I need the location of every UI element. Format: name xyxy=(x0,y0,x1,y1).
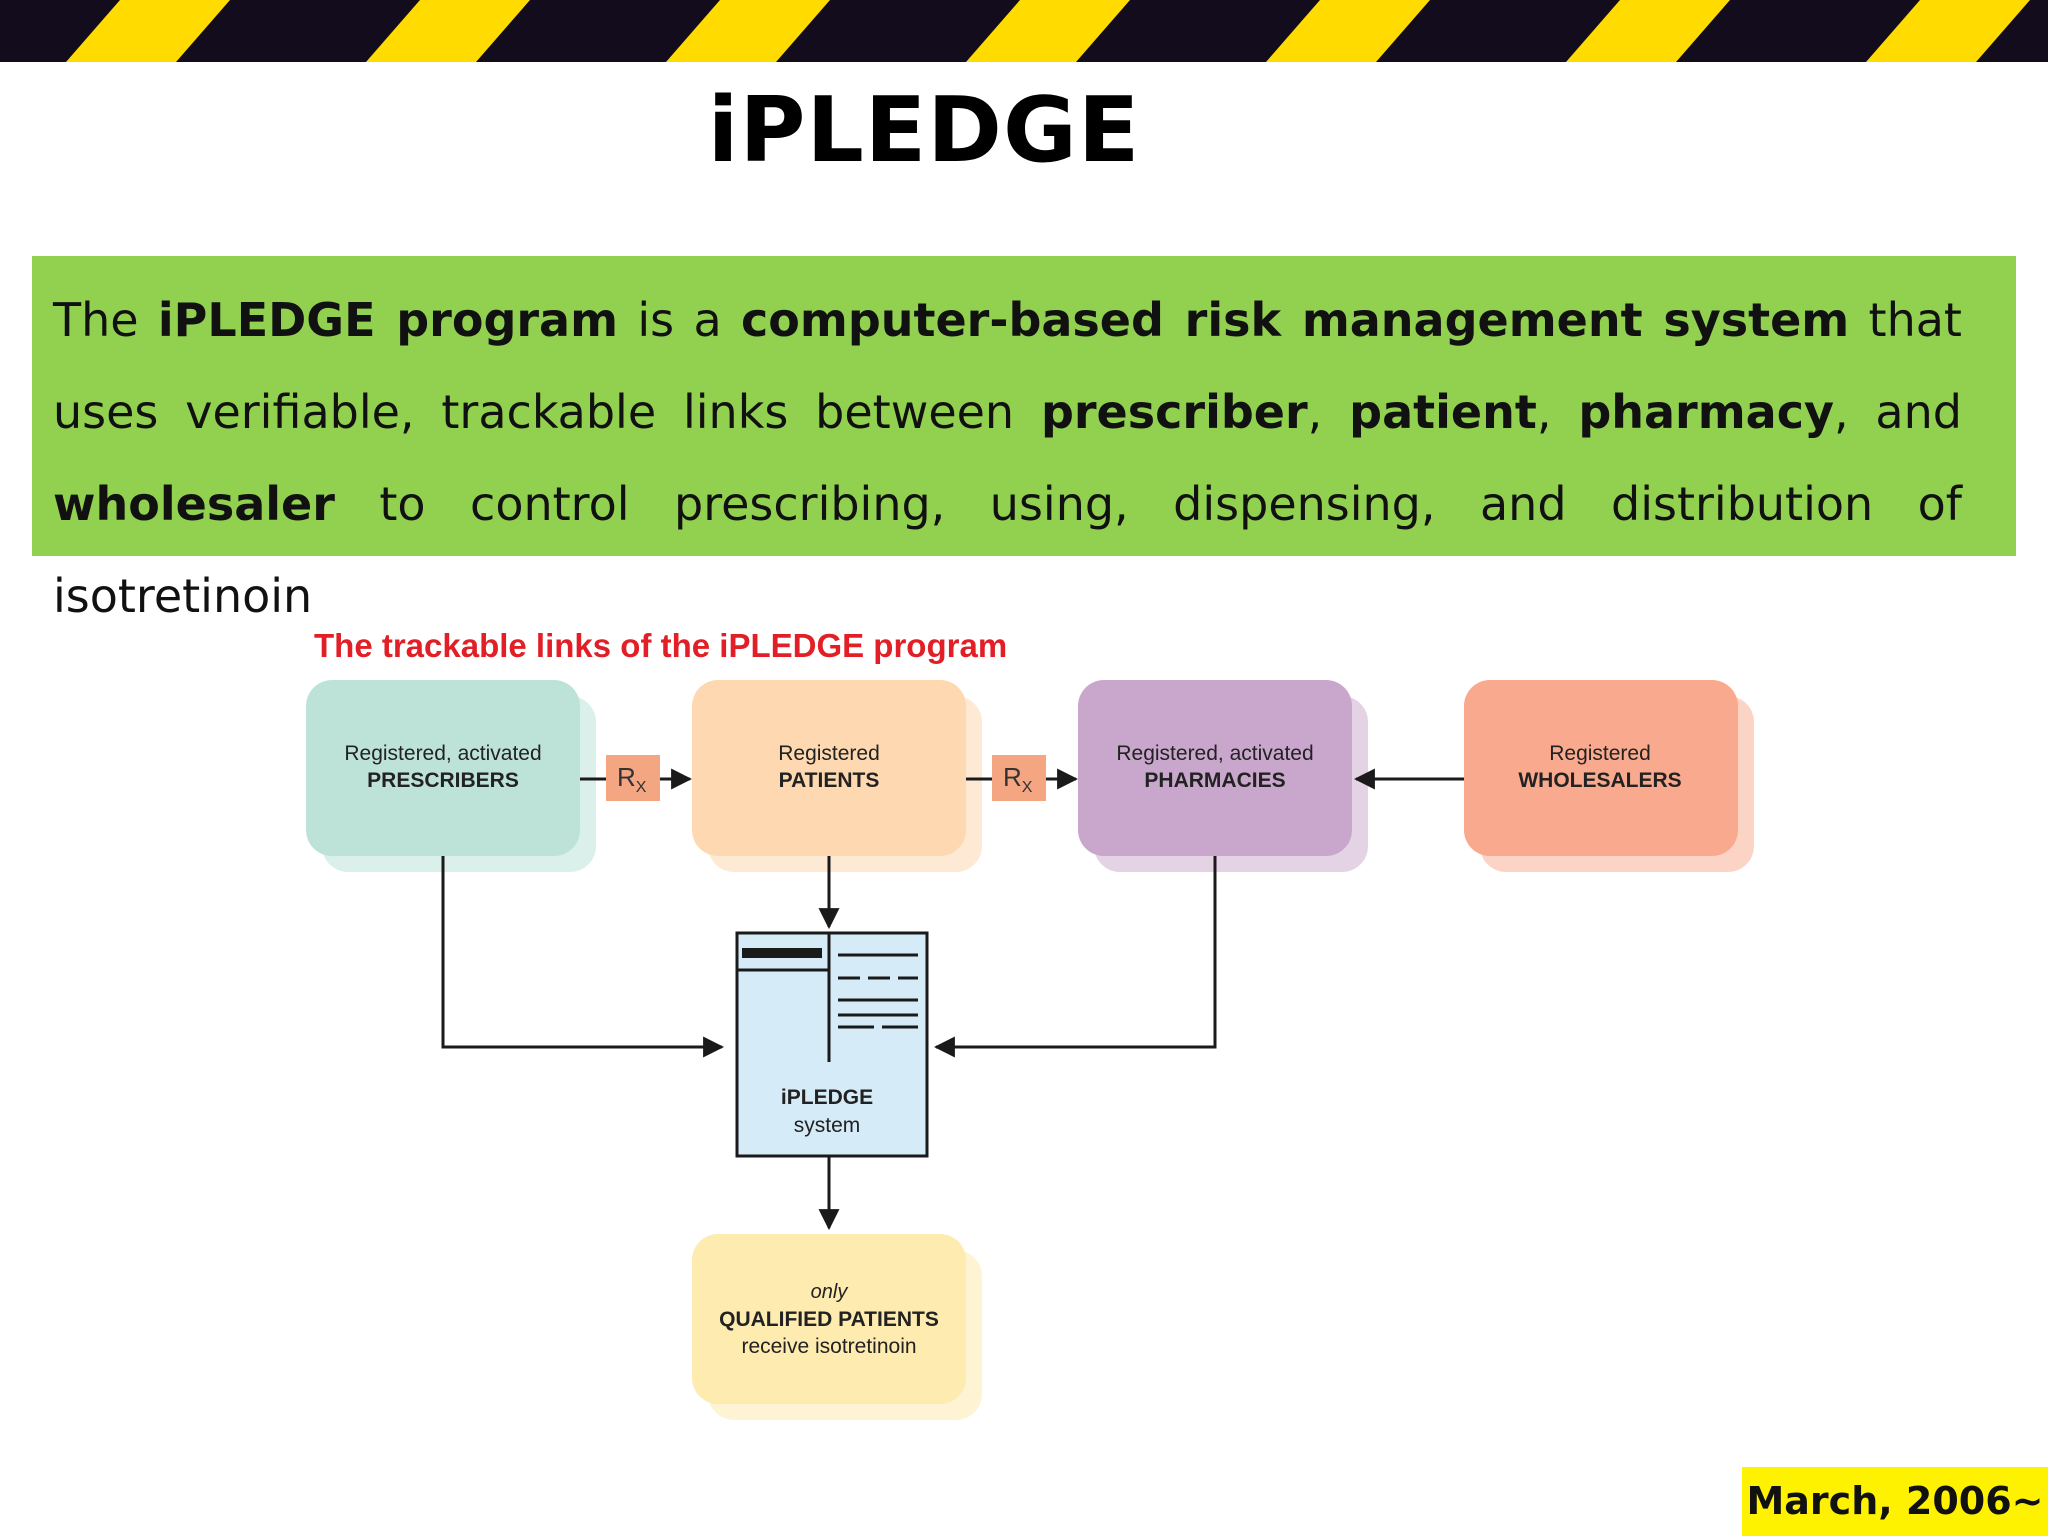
node-wholesalers-line2: WHOLESALERS xyxy=(1518,769,1681,792)
intro-bold-patient: patient xyxy=(1349,385,1537,439)
link-prescribers-to-system xyxy=(441,856,725,1058)
rx-tag-2 xyxy=(992,755,1046,801)
rx-tag-2-label: RX xyxy=(1003,762,1033,796)
node-patients-box xyxy=(692,680,966,856)
rx-tag-1 xyxy=(606,755,660,801)
intro-text-7: to control prescribing, using, dispensin… xyxy=(53,477,1962,623)
node-qualified-box xyxy=(692,1234,966,1404)
link-pharmacies-to-system xyxy=(933,856,1217,1058)
node-patients-line2: PATIENTS xyxy=(779,769,880,792)
node-system-line1: iPLEDGE xyxy=(781,1086,873,1109)
node-pharmacies-line2: PHARMACIES xyxy=(1144,769,1285,792)
intro-text-4: , xyxy=(1307,385,1350,439)
node-pharmacies-line1: Registered, activated xyxy=(1116,742,1313,765)
intro-paragraph: The iPLEDGE program is a computer-based … xyxy=(53,274,1962,642)
node-ipledge-system: iPLEDGE system xyxy=(735,931,929,1158)
date-badge: March, 2006~ xyxy=(1742,1467,2048,1536)
link-prescribers-to-patients: RX xyxy=(580,755,693,801)
intro-text-1: The xyxy=(53,293,158,347)
node-pharmacies: Registered, activated PHARMACIES xyxy=(1078,680,1368,872)
node-prescribers: Registered, activated PRESCRIBERS xyxy=(306,680,596,872)
intro-bold-system: computer-based risk management system xyxy=(741,293,1850,347)
intro-text-5: , xyxy=(1536,385,1579,439)
link-patients-to-pharmacies: RX xyxy=(966,755,1079,801)
node-pharmacies-box xyxy=(1078,680,1352,856)
rx-tag-1-label: RX xyxy=(617,762,647,796)
node-wholesalers-line1: Registered xyxy=(1549,742,1651,765)
node-patients-line1: Registered xyxy=(778,742,880,765)
intro-box: The iPLEDGE program is a computer-based … xyxy=(32,256,2016,623)
intro-bold-pharmacy: pharmacy xyxy=(1578,385,1834,439)
hazard-stripe-banner xyxy=(0,0,2048,66)
node-prescribers-line2: PRESCRIBERS xyxy=(367,769,519,792)
node-prescribers-box xyxy=(306,680,580,856)
intro-text-2: is a xyxy=(618,293,742,347)
intro-text-3: that uses verifiable, trackable links be… xyxy=(53,293,1962,439)
ipledge-flow-diagram: The trackable links of the iPLEDGE progr… xyxy=(306,627,1754,1420)
node-qualified-patients: only QUALIFIED PATIENTS receive isotreti… xyxy=(692,1234,982,1420)
node-qualified-line3: receive isotretinoin xyxy=(741,1335,916,1358)
document-icon xyxy=(737,933,918,1062)
node-qualified-line2: QUALIFIED PATIENTS xyxy=(719,1308,939,1331)
intro-text-6: , and xyxy=(1833,385,1962,439)
page-title: iPLEDGE xyxy=(707,78,1141,183)
diagram-title: The trackable links of the iPLEDGE progr… xyxy=(314,627,1007,664)
intro-bold-wholesaler: wholesaler xyxy=(53,477,335,531)
node-system-line2: system xyxy=(794,1114,861,1137)
node-qualified-line1: only xyxy=(811,1281,849,1303)
intro-bold-prescriber: prescriber xyxy=(1040,385,1308,439)
node-wholesalers: Registered WHOLESALERS xyxy=(1464,680,1754,872)
node-patients: Registered PATIENTS xyxy=(692,680,982,872)
node-wholesalers-box xyxy=(1464,680,1738,856)
node-prescribers-line1: Registered, activated xyxy=(344,742,541,765)
intro-bold-program: iPLEDGE program xyxy=(157,293,619,347)
